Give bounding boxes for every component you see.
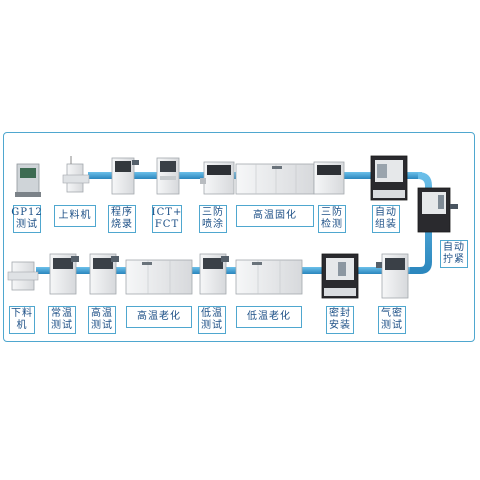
label-low-temp-aging: 低温老化	[236, 306, 302, 328]
label-gp12: GP12 测试	[11, 205, 42, 233]
label-low-temp-test: 低温 测试	[198, 306, 226, 334]
machine-programming	[111, 157, 139, 195]
machine-ict-fct	[156, 157, 180, 195]
machine-auto-screw	[417, 187, 458, 233]
machine-high-temp-aging	[125, 259, 193, 295]
label-room-temp-test: 常温 测试	[48, 306, 76, 334]
machine-loading	[62, 156, 90, 193]
machine-airtight-test	[376, 253, 409, 299]
machine-unloading	[7, 261, 39, 291]
machine-coating-check	[313, 161, 345, 195]
label-auto-screw: 自动 拧紧	[440, 240, 468, 268]
label-loading: 上料机	[54, 205, 96, 227]
label-auto-assembly: 自动 组装	[372, 205, 400, 233]
label-ict-fct: ICT+ FCT	[152, 205, 182, 233]
machine-high-temp-test	[89, 253, 119, 295]
machine-auto-assembly	[370, 155, 408, 201]
label-high-temp-aging: 高温老化	[126, 306, 192, 328]
machine-seal-install	[321, 253, 359, 299]
machine-room-temp-test	[49, 253, 79, 295]
label-unloading: 下料 机	[9, 306, 35, 334]
label-coating-check: 三防 检测	[318, 205, 346, 233]
label-seal-install: 密封 安装	[326, 306, 354, 334]
machine-low-temp-aging	[235, 259, 303, 295]
machine-gp12	[15, 163, 41, 197]
machine-coating	[200, 161, 235, 195]
machine-low-temp-test	[199, 253, 229, 295]
label-programming: 程序 烧录	[108, 205, 136, 233]
label-airtight-test: 气密 测试	[378, 306, 406, 334]
label-curing: 高温固化	[236, 205, 314, 227]
label-coating: 三防 喷涂	[199, 205, 227, 233]
label-high-temp-test: 高温 测试	[88, 306, 116, 334]
machine-curing	[235, 163, 315, 195]
line-frame	[3, 132, 475, 342]
